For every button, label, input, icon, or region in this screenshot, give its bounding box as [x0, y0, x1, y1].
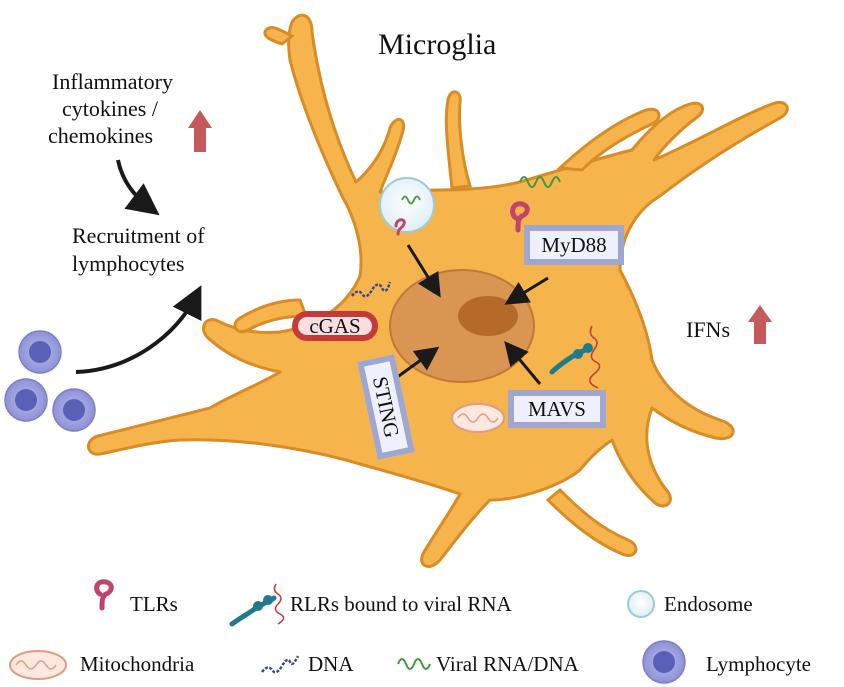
cgas-label: cGAS — [309, 313, 361, 338]
legend-rlrs: RLRs bound to viral RNA — [290, 592, 512, 616]
dna-icon — [261, 655, 300, 674]
legend-lymphocyte: Lymphocyte — [706, 652, 811, 676]
myd88-box: MyD88 — [524, 225, 624, 265]
legend-dna: DNA — [308, 652, 354, 676]
dna-squiggle-cell — [351, 281, 392, 298]
arrow-inflammatory-recruitment — [116, 159, 160, 216]
arrow-endosome-nucleus — [406, 244, 441, 298]
viral-rna-icon — [397, 658, 431, 670]
rlr-cell — [549, 325, 601, 389]
arrow-mavs-nucleus — [504, 341, 542, 385]
inflammatory-line-3: chemokines — [48, 123, 154, 148]
process-upper-mid — [444, 90, 472, 190]
mavs-label: MAVS — [528, 396, 586, 421]
up-arrow-icon-inflammatory — [188, 110, 212, 152]
process-top-left — [263, 26, 295, 46]
process-bottom — [545, 487, 638, 557]
diagram-title: Microglia — [378, 28, 497, 61]
tlr-surface — [510, 201, 530, 233]
mavs-box: MAVS — [508, 390, 606, 428]
viral-rna-outside — [519, 176, 561, 188]
legend-tlrs: TLRs — [130, 592, 178, 616]
ifns-label: IFNs — [686, 317, 731, 342]
arrow-lymphocytes-recruitment — [75, 285, 202, 374]
arrow-myd88-nucleus — [504, 276, 549, 305]
recruitment-line-2: lymphocytes — [72, 251, 185, 276]
inflammatory-line-2: cytokines / — [62, 96, 158, 121]
myd88-label: MyD88 — [541, 232, 607, 257]
legend-viral: Viral RNA/DNA — [436, 652, 579, 676]
process-right-top — [556, 107, 661, 172]
legend-mitochondria: Mitochondria — [80, 652, 195, 676]
endosome-group — [379, 177, 435, 236]
recruitment-line-1: Recruitment of — [72, 223, 205, 248]
lymphocyte-icon — [642, 640, 686, 684]
rlr-icon — [229, 583, 285, 627]
endosome-icon — [627, 590, 655, 618]
legend-endosome: Endosome — [664, 592, 753, 616]
arrow-sting-nucleus — [395, 346, 440, 380]
mitochondrion-cell — [451, 403, 505, 433]
lymphocyte-cluster — [4, 330, 96, 432]
up-arrow-icon-ifns — [748, 305, 772, 344]
sting-label: STING — [368, 374, 405, 440]
mitochondria-icon — [9, 650, 67, 680]
inflammatory-line-1: Inflammatory — [52, 69, 173, 94]
nucleolus — [458, 296, 518, 336]
cgas-box: cGAS — [292, 311, 378, 341]
tlr-icon — [94, 579, 114, 611]
process-left — [233, 298, 309, 333]
